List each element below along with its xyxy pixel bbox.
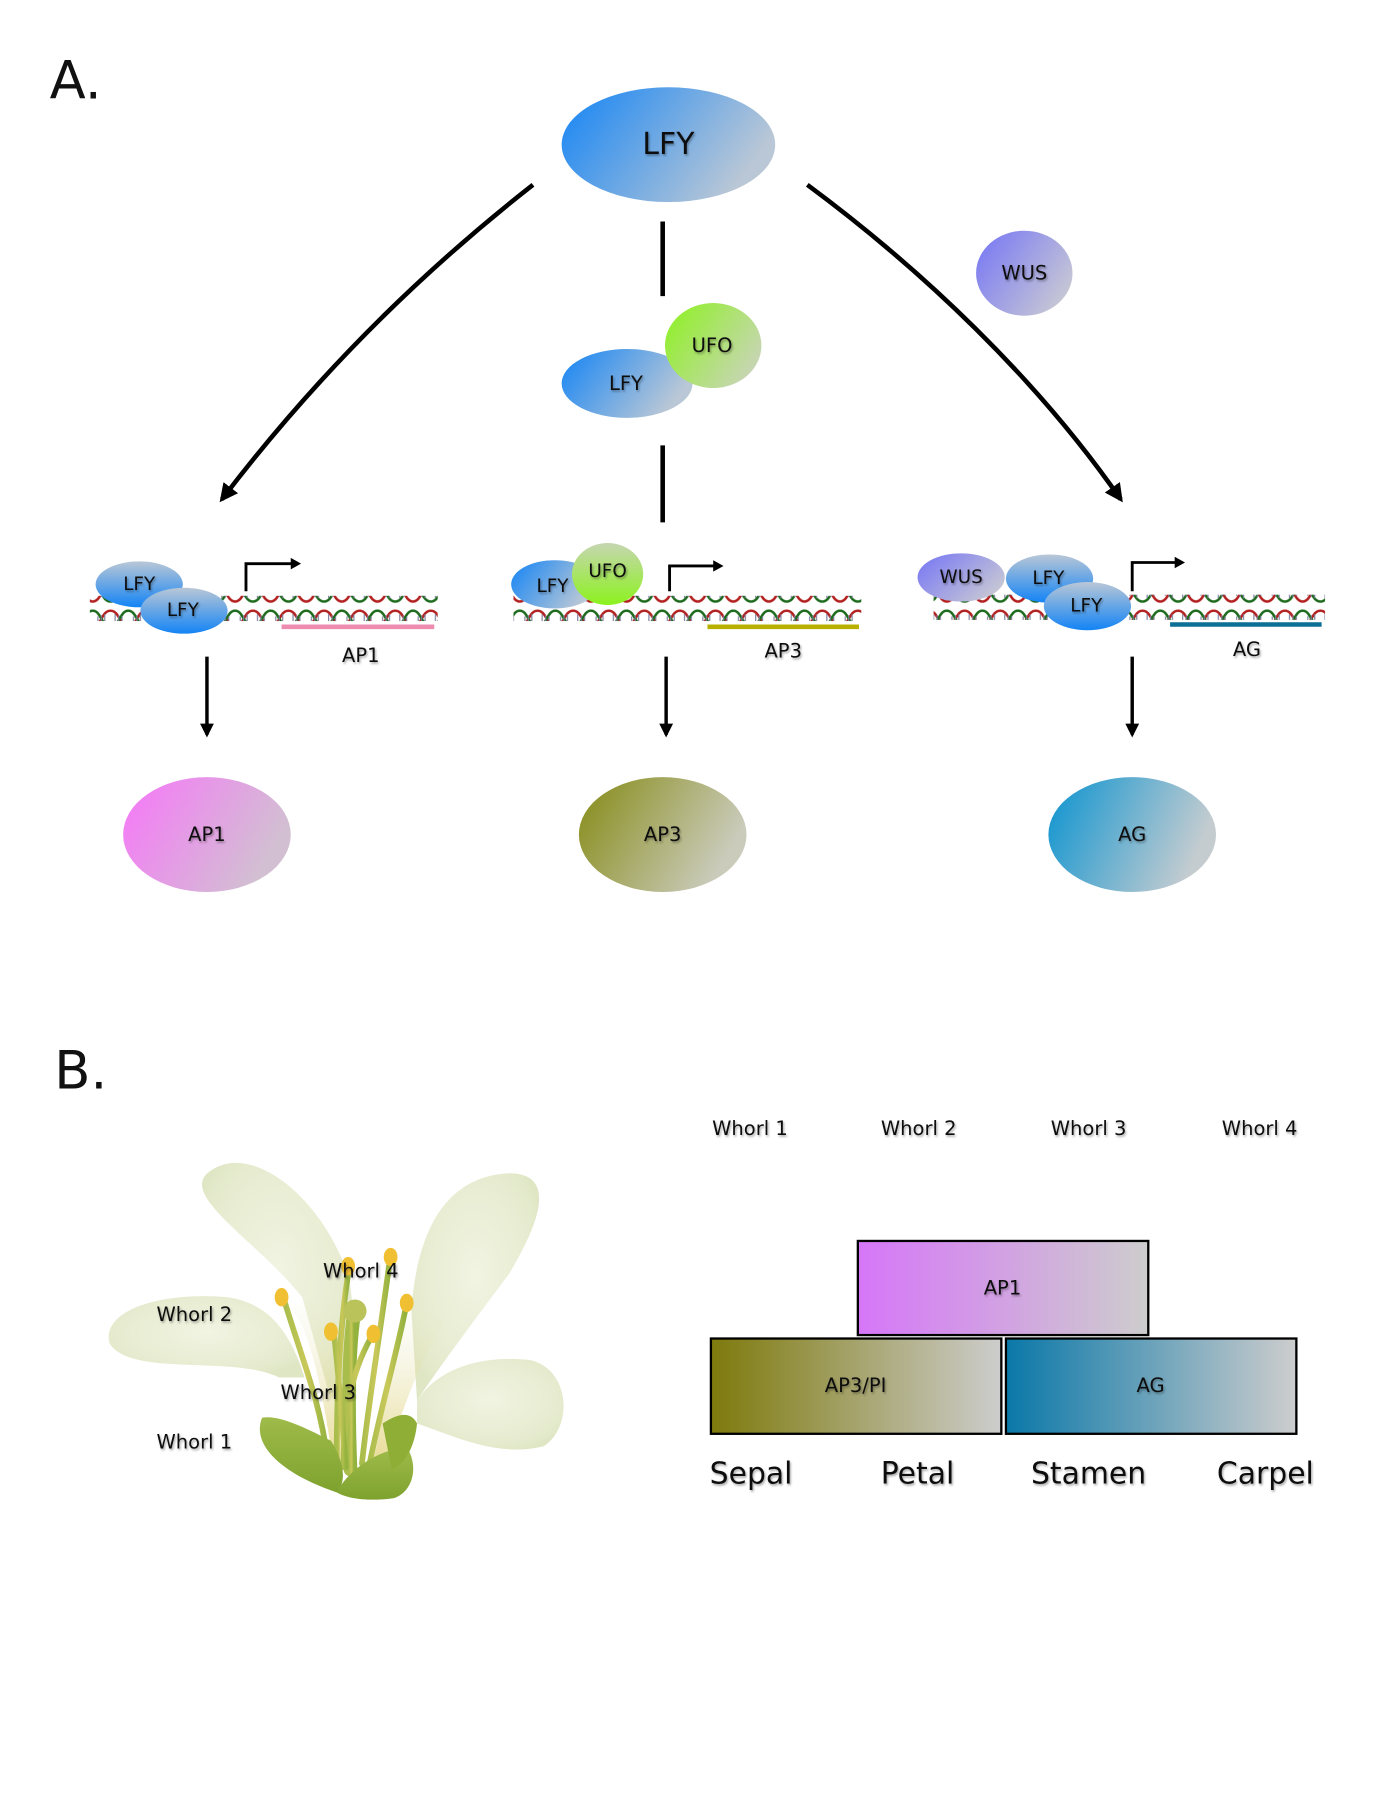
anther [366,1324,381,1344]
anther [324,1322,338,1341]
product-ap1: AP1 [123,777,291,892]
flower-label-whorl-1: Whorl 1 [157,1430,233,1453]
product-ellipse [123,777,291,892]
product-label: AP1 [188,823,226,846]
bound-ufo-label: UFO [588,561,626,582]
whorl-header-1: Whorl 1 [712,1117,788,1140]
stamen [331,1334,349,1470]
panel-label-b: B. [54,1040,107,1101]
ap3-gene-label: AP3 [764,639,802,662]
ag-gene-label: AG [1233,638,1261,661]
arrow-lfy-to-ag [805,182,1123,503]
flower-label-whorl-2: Whorl 2 [157,1303,233,1326]
tss-arrowhead-icon [1174,556,1186,569]
organ-petal: Petal [881,1456,955,1491]
block-ap1-label: AP1 [984,1277,1022,1300]
product-ag: AG [1048,777,1217,892]
flower-label-whorl-3: Whorl 3 [280,1381,356,1404]
sepal [382,1414,418,1470]
anther [274,1288,289,1307]
bound-lfy-label: LFY [1070,596,1103,617]
whorl-header-3: Whorl 3 [1051,1117,1127,1140]
lfy-ellipse [561,87,776,203]
organ-sepal: Sepal [710,1456,793,1491]
whorl-header-2: Whorl 2 [881,1117,957,1140]
block-ap3-pi-label: AP3/PI [825,1374,887,1397]
lfy-node: LFY [561,87,776,203]
flower-label-whorl-4: Whorl 4 [323,1259,399,1282]
complex-lfy-label: LFY [609,372,643,395]
abc-model: Whorl 1 Whorl 2 Whorl 3 Whorl 4 AP1 AP3/… [710,1117,1314,1492]
product-ellipse [1048,777,1217,892]
tss-arrowhead-icon [713,560,724,572]
arrow-lfy-to-ap1 [219,183,535,503]
block-ag [1004,1337,1298,1435]
organ-stamen: Stamen [1031,1456,1146,1491]
stamen [359,1259,393,1467]
product-ellipse [578,777,747,892]
petal [417,1358,564,1450]
bound-lfy-label: LFY [167,600,200,621]
bound-lfy-label: LFY [1032,568,1065,589]
organ-carpel: Carpel [1217,1456,1314,1491]
ap1-gene-label: AP1 [342,644,380,667]
bound-lfy-label: LFY [536,576,569,597]
stigma [343,1299,367,1323]
petal [411,1173,540,1401]
bound-ufo [572,542,644,605]
product-label: AG [1118,823,1146,846]
complex-lfy [561,348,693,418]
tss-arrow-icon [1130,561,1177,592]
whorl-header-4: Whorl 4 [1222,1117,1298,1140]
bound-lfy-label: LFY [123,574,156,595]
lfy-ufo-complex: LFY UFO [561,303,762,418]
block-ap3-pi [709,1337,1003,1435]
wus-label: WUS [1001,262,1047,285]
promoter-ap1: AP1 LFY LFY [89,557,438,667]
product-ap3: AP3 [578,777,747,892]
petal [108,1296,305,1378]
bound-wus [917,553,1005,602]
bound-wus-label: WUS [940,567,983,588]
wus-node: WUS [976,230,1073,316]
flower-illustration [108,1162,564,1500]
promoter-ag: AG WUS LFY LFY [917,553,1326,661]
block-ap1 [856,1239,1150,1337]
tss-arrow-icon [244,562,294,592]
tss-arrow-icon [668,564,716,592]
lfy-label: LFY [642,127,695,162]
anther [399,1293,414,1313]
sepal [259,1417,343,1493]
complex-ufo [664,303,762,389]
panel-label-a: A. [50,51,102,112]
block-ag-label: AG [1137,1374,1165,1397]
bound-lfy [1043,582,1132,631]
stamen [365,1305,409,1470]
product-label: AP3 [644,823,682,846]
bound-lfy [140,587,228,634]
anther [383,1247,398,1267]
wus-ellipse [976,230,1073,316]
anther [341,1257,356,1276]
tss-arrowhead-icon [290,557,302,570]
promoter-ap3: AP3 LFY UFO [511,542,862,662]
complex-ufo-label: UFO [692,334,733,357]
